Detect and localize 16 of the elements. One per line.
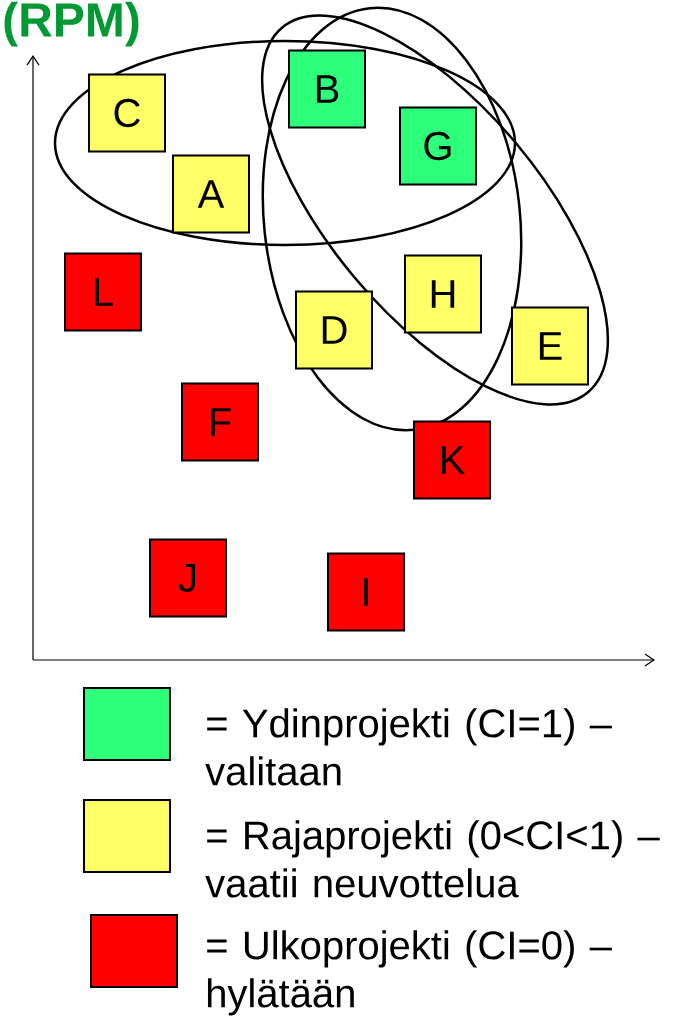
project-box: D bbox=[295, 290, 373, 370]
project-box: H bbox=[404, 254, 482, 334]
legend-text: = Ulkoprojekti (CI=0) – hylätään bbox=[207, 930, 612, 1016]
project-box: A bbox=[172, 154, 250, 234]
project-box: G bbox=[399, 106, 477, 186]
project-box: F bbox=[181, 382, 259, 462]
project-box: L bbox=[64, 252, 142, 332]
project-box: E bbox=[511, 306, 589, 386]
project-box: C bbox=[88, 73, 166, 153]
legend-text: = Rajaprojekti (0<CI<1) – vaatii neuvottelua bbox=[205, 820, 660, 898]
project-box: K bbox=[413, 420, 491, 500]
legend-text: = Ydinprojekti (CI=1) – valitaan bbox=[205, 708, 612, 786]
title: (RPM) bbox=[4, 1, 139, 47]
project-box: B bbox=[288, 49, 366, 129]
project-box: I bbox=[327, 552, 405, 632]
project-box: J bbox=[149, 538, 227, 618]
